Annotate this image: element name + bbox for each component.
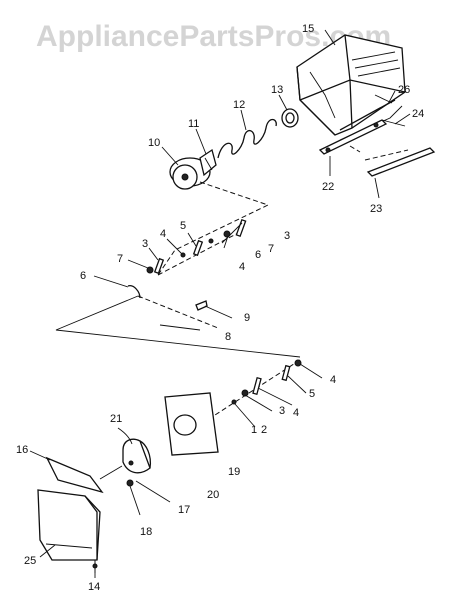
callout-14: 14: [88, 581, 100, 593]
callout-5-lower: 5: [309, 388, 315, 400]
callout-11: 11: [188, 118, 199, 130]
lower-shaft-hardware: [214, 359, 302, 416]
part-rail-screw: [349, 119, 406, 153]
callout-20: 20: [207, 489, 219, 501]
callout-15: 15: [302, 23, 314, 35]
callout-13: 13: [271, 84, 283, 96]
part-rail-left: [318, 119, 388, 155]
callout-4-lower: 4: [293, 407, 299, 419]
callout-1: 1: [251, 424, 257, 436]
upper-shaft-hardware: [127, 218, 247, 311]
part-drive-motor: [169, 157, 211, 190]
leader-lines: [29, 29, 411, 578]
callout-23: 23: [370, 203, 382, 215]
callout-22: 22: [322, 181, 334, 193]
callout-6-mid: 6: [80, 270, 86, 282]
callout-8: 8: [225, 331, 231, 343]
part-housing: [117, 427, 152, 474]
part-ice-bucket: [296, 34, 406, 141]
callout-6-upper: 6: [255, 249, 261, 261]
callout-4-lower-right: 4: [330, 374, 336, 386]
callout-21: 21: [110, 413, 122, 425]
callout-19: 19: [228, 466, 240, 478]
callout-26: 26: [398, 84, 410, 96]
part-mounting-plate: [164, 392, 219, 456]
callout-24: 24: [412, 108, 424, 120]
callout-3-lower: 3: [279, 405, 285, 417]
callout-10: 10: [148, 137, 160, 149]
callout-3-upper: 3: [284, 230, 290, 242]
callout-17: 17: [178, 504, 190, 516]
callout-12: 12: [233, 99, 245, 111]
callout-2: 2: [261, 424, 267, 436]
callout-9: 9: [244, 312, 250, 324]
part-auger-ring: [281, 108, 299, 128]
callout-25: 25: [24, 555, 36, 567]
callout-3-mid: 3: [142, 238, 148, 250]
part-fastener: [126, 479, 171, 516]
callout-4-upper-right: 4: [239, 261, 245, 273]
callout-16: 16: [16, 444, 28, 456]
part-auger-spring: [217, 118, 277, 159]
callout-7-mid: 7: [117, 253, 123, 265]
part-front-cover: [37, 456, 104, 575]
callout-4-upper-left: 4: [160, 228, 166, 240]
part-coupler: [199, 148, 217, 177]
part-rail-right: [364, 147, 436, 177]
callout-5-upper: 5: [180, 220, 186, 232]
callout-7-upper: 7: [268, 243, 274, 255]
callout-18: 18: [140, 526, 152, 538]
upper-assembly-guide: [55, 181, 301, 358]
callout-labels: 10 11 12 13 15 26 24 22 23 3 7 6 5 4 4 3…: [16, 23, 424, 593]
